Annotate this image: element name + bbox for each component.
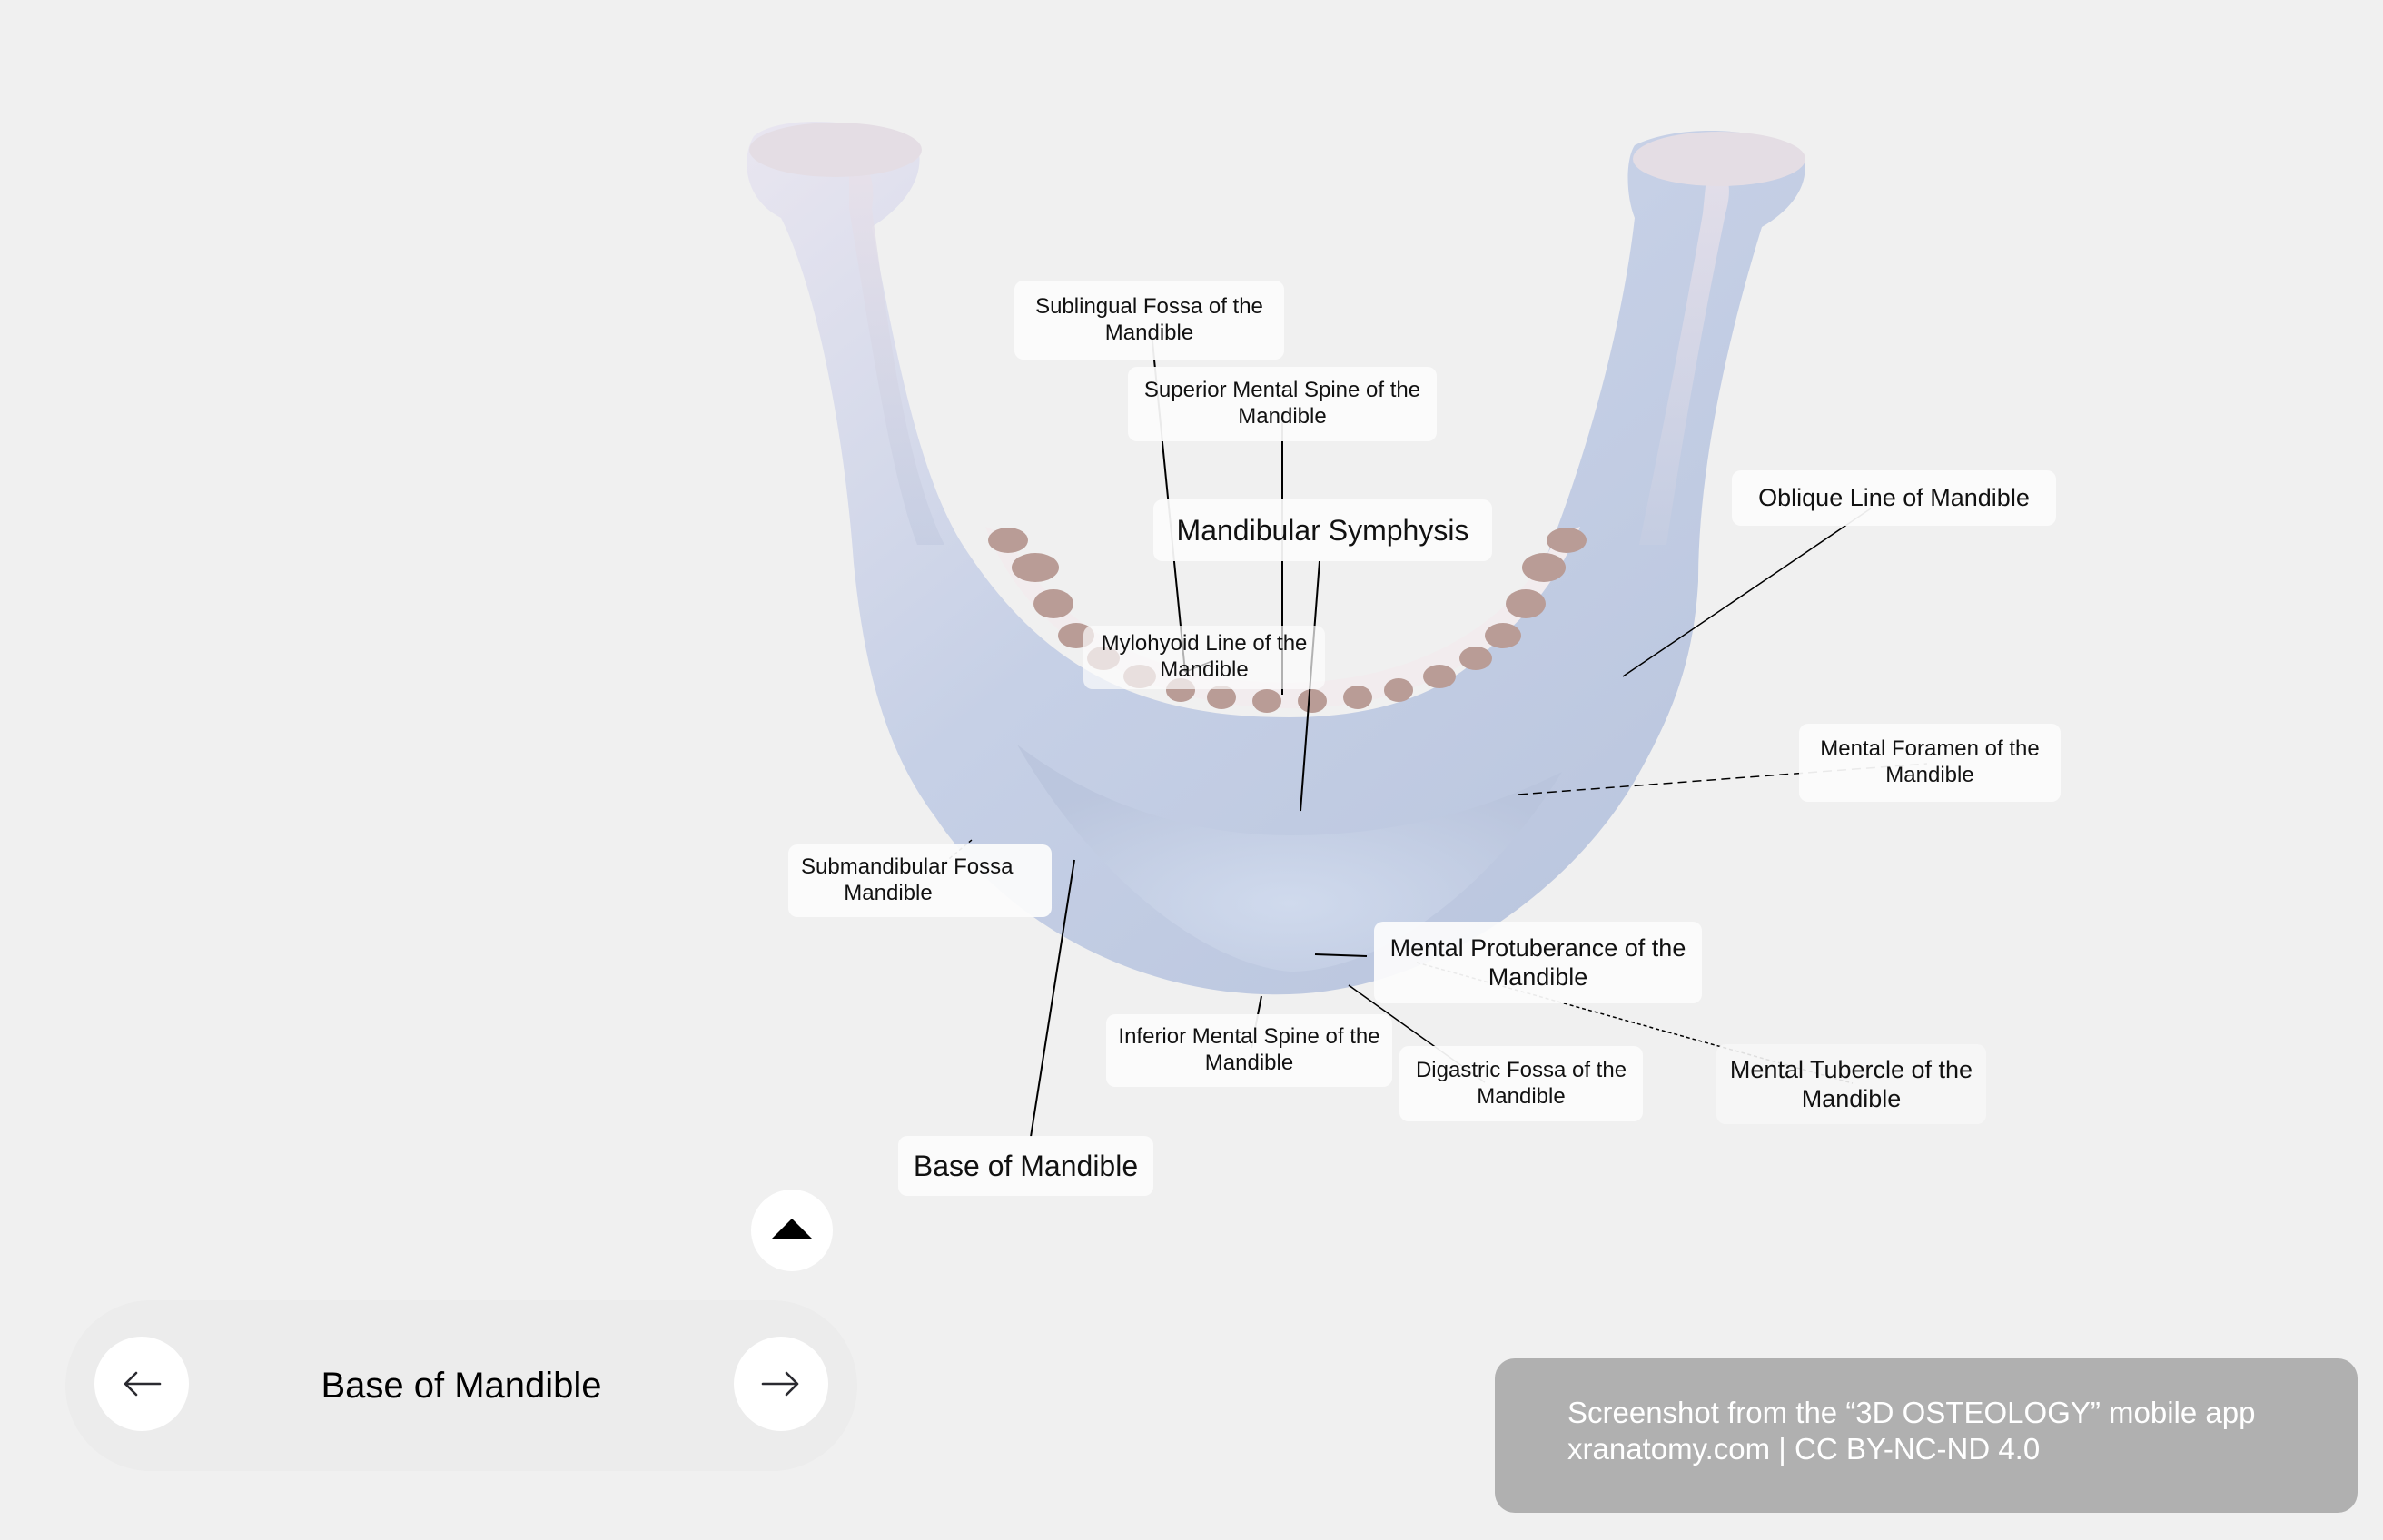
label-text: Mandible [844,881,933,905]
caret-up-icon [771,1218,813,1239]
label-text: Submandibular Fossa [801,854,1014,880]
previous-structure-button[interactable] [94,1337,189,1431]
label-text: Base of Mandible [913,1149,1139,1182]
structure-navigator: Base of Mandible [65,1300,857,1471]
label-text: Oblique Line of Mandible [1758,484,2030,512]
label-text: Mandible [1885,763,1974,787]
label-text: Sublingual Fossa of the [1035,293,1263,319]
arrow-left-icon [124,1371,162,1397]
next-structure-button[interactable] [734,1337,828,1431]
label-text: Mandible [1477,1083,1566,1109]
arrow-right-icon [761,1371,799,1397]
label-text: Mental Tubercle of the [1729,1055,1973,1083]
label-oblique-line[interactable]: Oblique Line of Mandible [1732,470,2056,526]
label-text: Mandible [1238,404,1327,429]
current-structure-title: Base of Mandible [321,1365,602,1406]
label-base-of-mandible[interactable]: Base of Mandible [898,1136,1153,1196]
label-text: Mental Protuberance of the [1389,933,1686,962]
label-text: Mylohyoid Line of the [1101,631,1308,656]
label-text: Mandible [1204,1051,1294,1075]
label-text: Mandible [1801,1085,1902,1112]
label-text: Mandibular Symphysis [1176,513,1469,547]
credit-line-2: xranatomy.com | CC BY-NC-ND 4.0 [1567,1432,2041,1466]
label-text: Mental Foramen of the [1820,736,2040,762]
expand-panel-button[interactable] [751,1190,833,1271]
label-text: Mandible [1104,320,1194,345]
label-text: Superior Mental Spine of the [1143,378,1421,403]
label-text: Digastric Fossa of the [1415,1057,1627,1082]
label-text: Mandible [1160,657,1249,682]
credit-line-1: Screenshot from the “3D OSTEOLOGY” mobil… [1567,1396,2256,1429]
label-text: Mandible [1488,963,1588,991]
credit-watermark: Screenshot from the “3D OSTEOLOGY” mobil… [1495,1358,2358,1513]
label-text: Inferior Mental Spine of the [1118,1024,1380,1050]
label-mandibular-symphysis[interactable]: Mandibular Symphysis [1153,499,1492,561]
